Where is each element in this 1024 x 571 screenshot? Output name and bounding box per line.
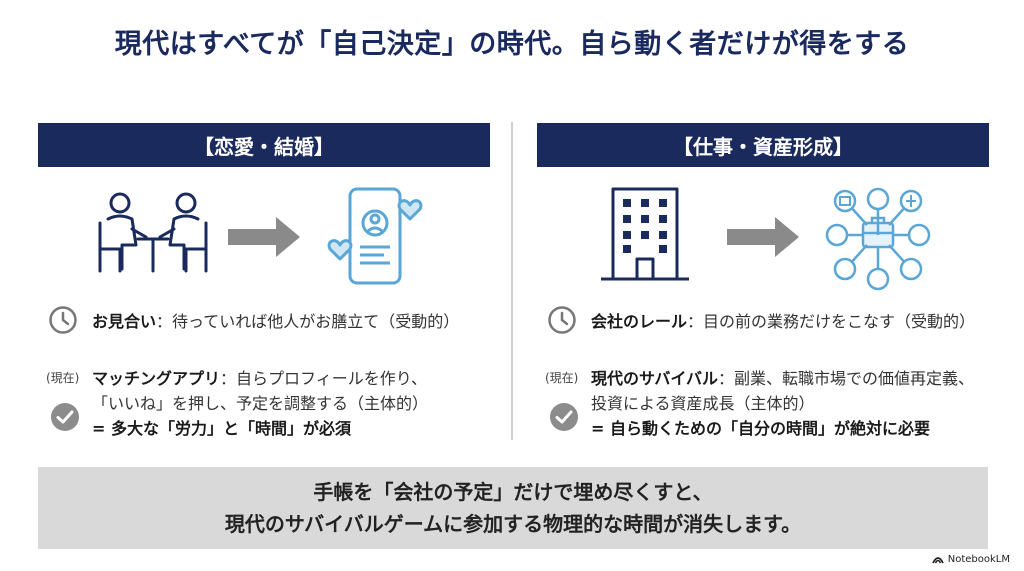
past-term: 会社のレール	[591, 312, 688, 331]
past-term: お見合い	[92, 312, 157, 331]
romance-illustration	[98, 187, 423, 285]
office-building-icon	[601, 187, 689, 281]
present-tag: (現在)	[46, 371, 80, 385]
summary-banner: 手帳を「会社の予定」だけで埋め尽くすと、 現代のサバイバルゲームに参加する物理的…	[38, 467, 988, 549]
column-work-assets: 【仕事・資産形成】	[537, 123, 989, 453]
past-item-omiai: お見合い ：待っていれば他人がお膳立て（受動的）	[48, 305, 488, 335]
present-term: マッチングアプリ	[92, 369, 221, 388]
present-term: 現代のサバイバル	[591, 369, 719, 388]
present-text: 現代のサバイバル：副業、転職市場での価値再定義、 投資による資産成長（主体的） …	[591, 366, 991, 441]
column-header-romance: 【恋愛・結婚】	[38, 123, 490, 167]
arrow-right-icon	[228, 217, 300, 257]
column-divider	[511, 122, 513, 440]
career-network-icon	[825, 187, 931, 291]
present-description-2: 投資による資産成長（主体的）	[591, 394, 815, 413]
column-header-work: 【仕事・資産形成】	[537, 123, 989, 167]
present-description-2: 「いいね」を押し、予定を調整する（主体的）	[92, 394, 429, 413]
present-conclusion: = 自ら動くための「自分の時間」が絶対に必要	[591, 419, 930, 438]
present-description-1: ：副業、転職市場での価値再定義、	[718, 369, 975, 388]
present-text: マッチングアプリ：自らプロフィールを作り、 「いいね」を押し、予定を調整する（主…	[92, 366, 492, 441]
present-tag: (現在)	[545, 371, 579, 385]
checkmark-icon	[550, 403, 578, 431]
notebooklm-logo-icon	[931, 557, 944, 564]
summary-line-2: 現代のサバイバルゲームに参加する物理的な時間が消失します。	[224, 512, 802, 536]
arrow-right-icon	[727, 217, 799, 257]
clock-icon	[49, 306, 77, 334]
couple-at-table-icon	[98, 192, 208, 273]
present-item-matching-app: (現在) マッチングアプリ：自らプロフィールを作り、 「いいね」を押し、予定を調…	[46, 366, 490, 446]
notebooklm-watermark: NotebookLM	[931, 554, 1010, 565]
present-description-1: ：自らプロフィールを作り、	[220, 369, 428, 388]
past-description: ：目の前の業務だけをこなす（受動的）	[687, 312, 976, 331]
summary-line-1: 手帳を「会社の予定」だけで埋め尽くすと、	[313, 480, 713, 504]
brand-name: NotebookLM	[947, 554, 1010, 565]
page-title: 現代はすべてが「自己決定」の時代。自ら動く者だけが得をする	[114, 29, 910, 60]
clock-icon	[548, 306, 576, 334]
dating-app-phone-icon	[327, 187, 423, 285]
checkmark-icon	[51, 403, 79, 431]
present-conclusion: = 多大な「労力」と「時間」が必須	[92, 419, 351, 438]
present-item-survival: (現在) 現代のサバイバル：副業、転職市場での価値再定義、 投資による資産成長（…	[545, 366, 989, 446]
past-item-company-rail: 会社のレール ：目の前の業務だけをこなす（受動的）	[547, 305, 987, 335]
past-description: ：待っていれば他人がお膳立て（受動的）	[156, 312, 460, 331]
work-illustration	[601, 187, 931, 291]
column-romance-marriage: 【恋愛・結婚】	[38, 123, 490, 453]
